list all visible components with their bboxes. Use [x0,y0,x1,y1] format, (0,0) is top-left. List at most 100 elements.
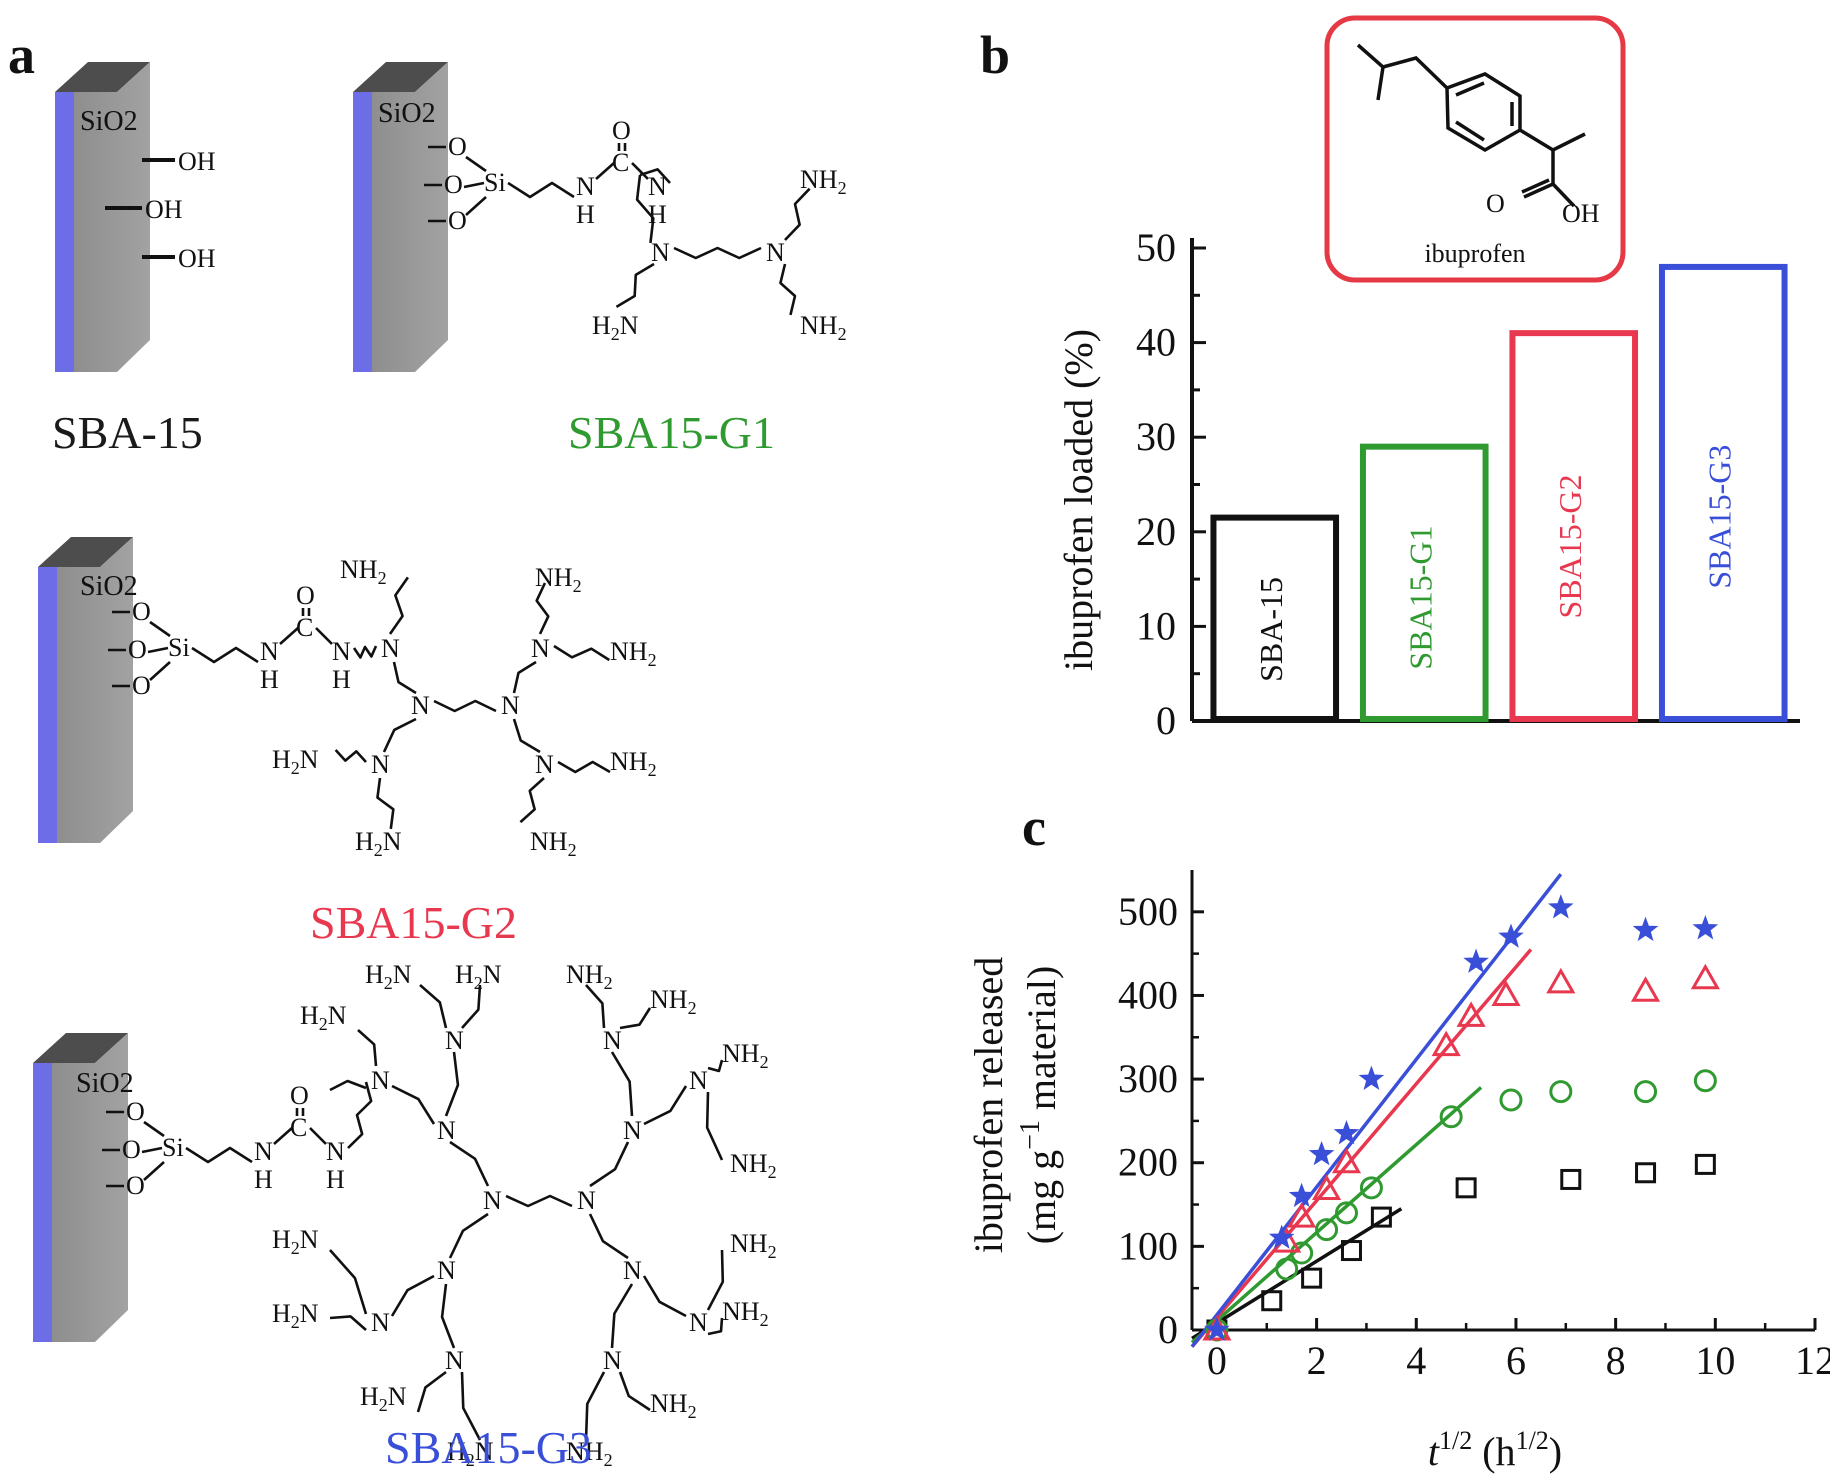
atom-label: C [290,1113,307,1142]
point-star [1463,948,1489,973]
amine-label: NH2 [730,1229,777,1262]
amine-label: H2N [592,311,639,344]
amine-label: NH2 [610,637,657,670]
point-circle [1549,1080,1573,1104]
bond [610,1051,634,1117]
hydroxyl-label-2: OH [145,195,183,224]
point-triangle [1546,967,1576,994]
atom-label: N [603,1346,622,1375]
atom-label: N [437,1256,456,1285]
amine-label: H2N [272,1299,319,1332]
ibuprofen-hydroxyl: OH [1562,199,1600,228]
bond [444,1051,460,1117]
scatter-ylabel-line2: (mg g−1 material) [1015,966,1064,1245]
point-triangle [1287,1202,1317,1228]
bond [352,645,378,659]
bond [631,162,649,180]
bar-sba-15 [1210,514,1340,722]
scatter-y-tick-label: 200 [1118,1140,1178,1185]
scatter-xlabel: t1/2 (h1/2) [1428,1426,1562,1474]
bar-label: SBA15-G1 [1403,526,1439,670]
caption-sba15-g1: SBA15-G1 [568,407,776,458]
point-star [1204,1316,1230,1341]
bar-label: SBA15-G3 [1702,445,1738,589]
bond [535,582,550,635]
scatter-y-tick-label: 500 [1118,889,1178,934]
bond [779,263,797,316]
amine-label: NH2 [566,1437,613,1470]
scatter-y-tick-label: 0 [1158,1307,1178,1352]
atom-label: H [260,665,279,694]
bond [449,1140,490,1187]
amine-label: NH2 [566,960,613,993]
bond [440,1283,456,1349]
bond [329,1315,367,1331]
amine-label: NH2 [530,827,577,860]
atom-label: N [445,1026,464,1055]
bond [642,1275,687,1318]
atom-label: O [444,170,463,199]
atom-label: N [766,238,785,267]
atom-label: N [576,172,595,201]
point-star [1358,1065,1385,1090]
point-circle [1290,1241,1314,1265]
sio2-label-sba15: SiO2 [80,106,138,137]
bond [309,1127,327,1145]
amine-label: NH2 [650,985,697,1018]
bond [419,984,448,1029]
scatter-x-tick-label: 10 [1695,1338,1735,1383]
amine-label: H2N [272,1225,319,1258]
atom-label: O [122,1135,141,1164]
bond [391,1084,436,1125]
panel-letter-a: a [8,25,35,85]
atom-label: N [689,1308,708,1337]
scatter-points [1202,894,1720,1342]
sio2-label-g1: SiO2 [378,98,436,129]
ibuprofen-carbonyl-o: O [1486,189,1505,218]
bond [557,760,611,774]
atom-label: N [371,1066,390,1095]
atom-label: Si [484,168,506,197]
amine-label: H2N [300,1001,347,1034]
bar-chart-ylabel: ibuprofen loaded (%) [1056,329,1101,671]
amine-label: H2N [355,827,402,860]
atom-label: N [577,1186,596,1215]
ibuprofen-structure-box: O OH ibuprofen [1324,15,1626,283]
panel-letter-c: c [1022,797,1046,857]
atom-label: O [132,597,151,626]
atom-label: N [445,1346,464,1375]
point-circle [1439,1105,1463,1129]
bond [347,1081,373,1149]
atom-label: N [501,691,520,720]
scatter-y-tick-label: 100 [1118,1223,1178,1268]
point-square [1560,1168,1582,1190]
bond [595,162,615,180]
point-square [1635,1162,1657,1184]
hydroxyl-groups [105,158,175,259]
sio2-labels: SiO2 SiO2 SiO2 SiO2 [76,98,436,1099]
bond [382,717,417,753]
bond [141,1146,163,1154]
bond [461,984,482,1029]
point-square [1340,1240,1362,1262]
bond [143,1120,165,1138]
bond [784,187,811,241]
bond [329,1079,367,1092]
point-triangle [1331,1147,1362,1174]
atom-label: N [411,691,430,720]
scatter-x-tick-label: 4 [1406,1338,1426,1383]
atom-label: N [603,1026,622,1055]
amine-label: NH2 [800,165,847,198]
bond [390,1274,435,1317]
atom-label: N [254,1137,273,1166]
bond [588,1213,629,1260]
amine-label: H2N [447,1437,494,1470]
atom-label: N [531,634,550,663]
atom-label: Si [168,633,190,662]
amine-label: NH2 [730,1149,777,1182]
atom-label: O [448,132,467,161]
